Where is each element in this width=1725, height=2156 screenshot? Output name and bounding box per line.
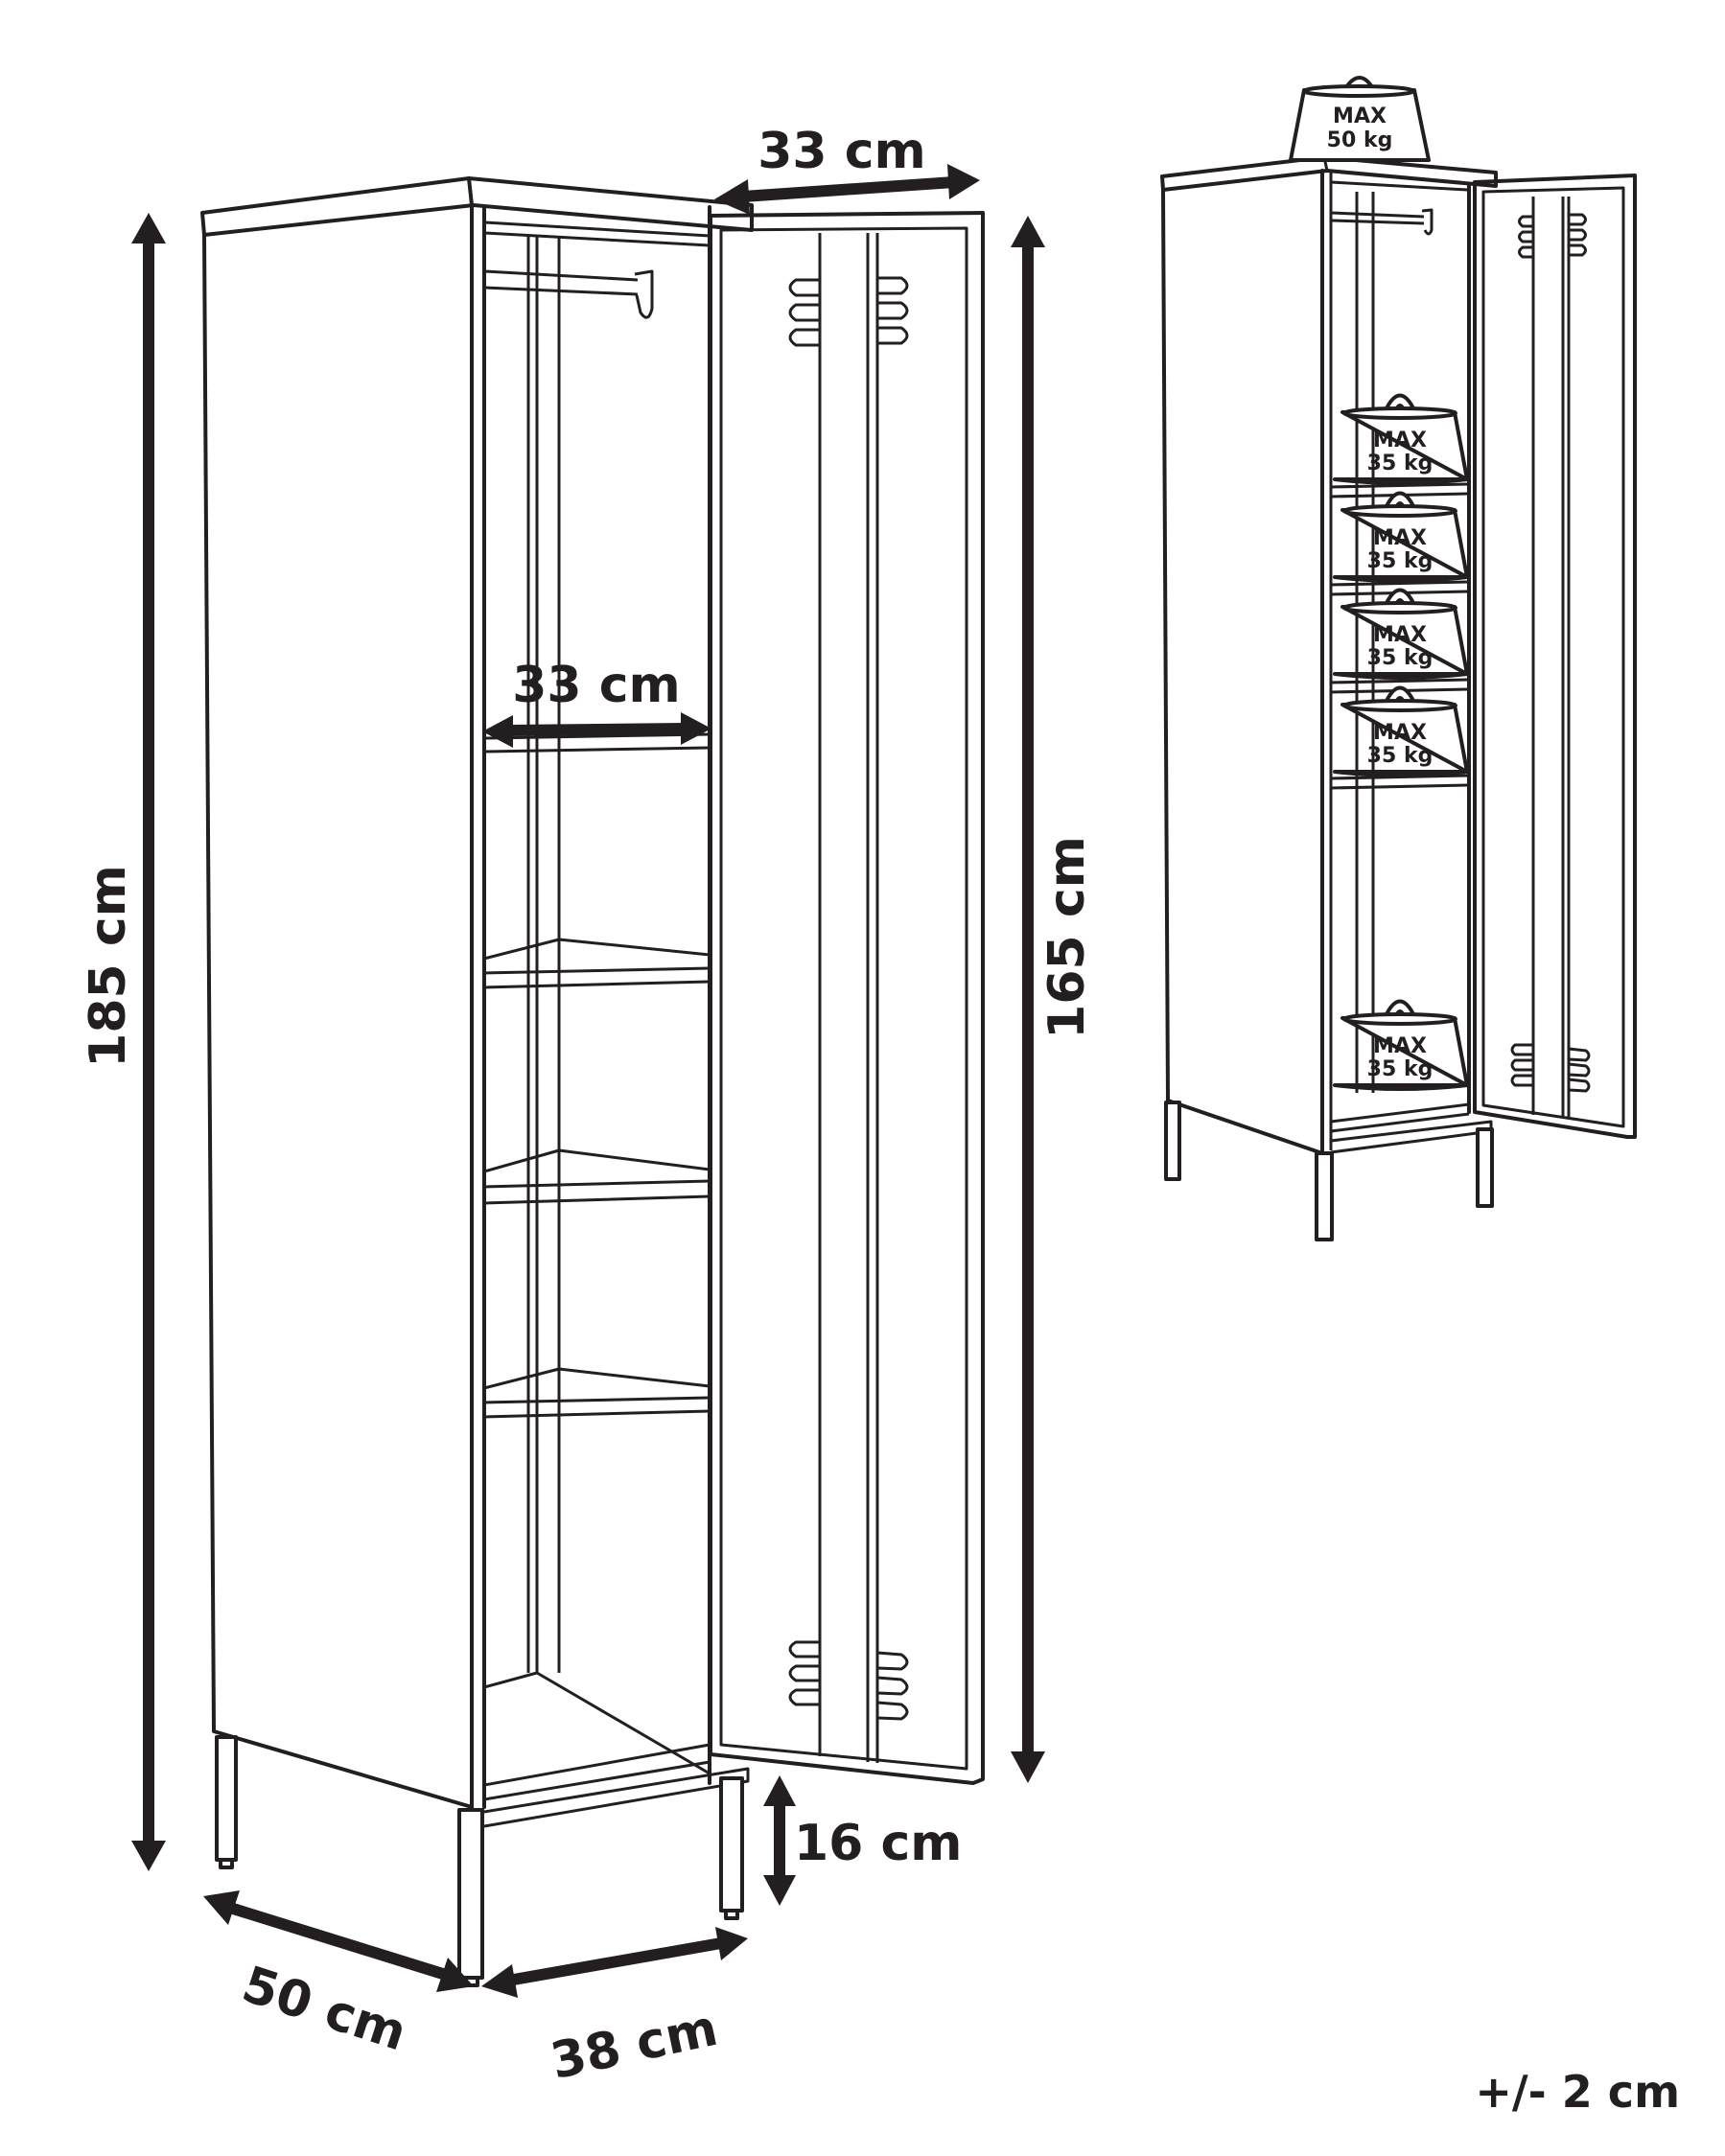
overall-height-label: 185 cm: [80, 865, 137, 1068]
depth-50-arrow-icon: [203, 1890, 474, 1992]
interior-width-label: 33 cm: [512, 657, 680, 714]
shelf-2-weight-label: 35 kg: [1367, 549, 1434, 573]
top-load-weight-icon: MAX 50 kg: [1289, 76, 1431, 162]
height-185-arrow-icon: [131, 213, 166, 1871]
shelf-1-weight-label: 35 kg: [1367, 452, 1434, 475]
door-width-label: 33 cm: [758, 123, 925, 180]
shelf-4-max-label: MAX: [1373, 721, 1427, 745]
shelf-load-weight-icon-1: MAX 35 kg: [1333, 393, 1469, 485]
shelf-load-weight-icon-4: MAX 35 kg: [1333, 685, 1469, 777]
dimension-arrows: [131, 164, 1045, 1998]
main-shelves: [483, 732, 711, 1801]
shelf-2-max-label: MAX: [1373, 526, 1427, 550]
shelf-5-weight-label: 35 kg: [1367, 1057, 1434, 1081]
shelf-3-weight-label: 35 kg: [1367, 646, 1434, 670]
door-width-33-arrow-icon: [714, 164, 980, 215]
main-door: [709, 211, 985, 1785]
width-label: 38 cm: [546, 2000, 722, 2091]
shelf-load-weight-icon-5: MAX 35 kg: [1333, 999, 1469, 1091]
top-load-weight-label: 50 kg: [1327, 128, 1393, 152]
main-legs: [215, 1735, 744, 1987]
shelf-5-max-label: MAX: [1373, 1034, 1427, 1058]
shelf-3-max-label: MAX: [1373, 623, 1427, 647]
shelf-4-weight-label: 35 kg: [1367, 744, 1434, 768]
shelf-load-weight-icon-2: MAX 35 kg: [1333, 491, 1469, 583]
top-load-max-label: MAX: [1333, 104, 1387, 128]
shelf-1-max-label: MAX: [1373, 429, 1427, 452]
leg-height-label: 16 cm: [794, 1815, 962, 1872]
width-38-arrow-icon: [481, 1927, 748, 1998]
main-cabinet-drawing: [200, 176, 985, 1987]
shelf-load-weight-icon-3: MAX 35 kg: [1333, 588, 1469, 680]
leg-height-16-arrow-icon: [763, 1775, 796, 1906]
door-height-label: 165 cm: [1038, 836, 1096, 1039]
depth-label: 50 cm: [236, 1956, 413, 2062]
height-165-arrow-icon: [1011, 216, 1045, 1783]
interior-width-33-arrow-icon: [482, 712, 711, 748]
tolerance-note: +/- 2 cm: [1475, 2066, 1680, 2118]
